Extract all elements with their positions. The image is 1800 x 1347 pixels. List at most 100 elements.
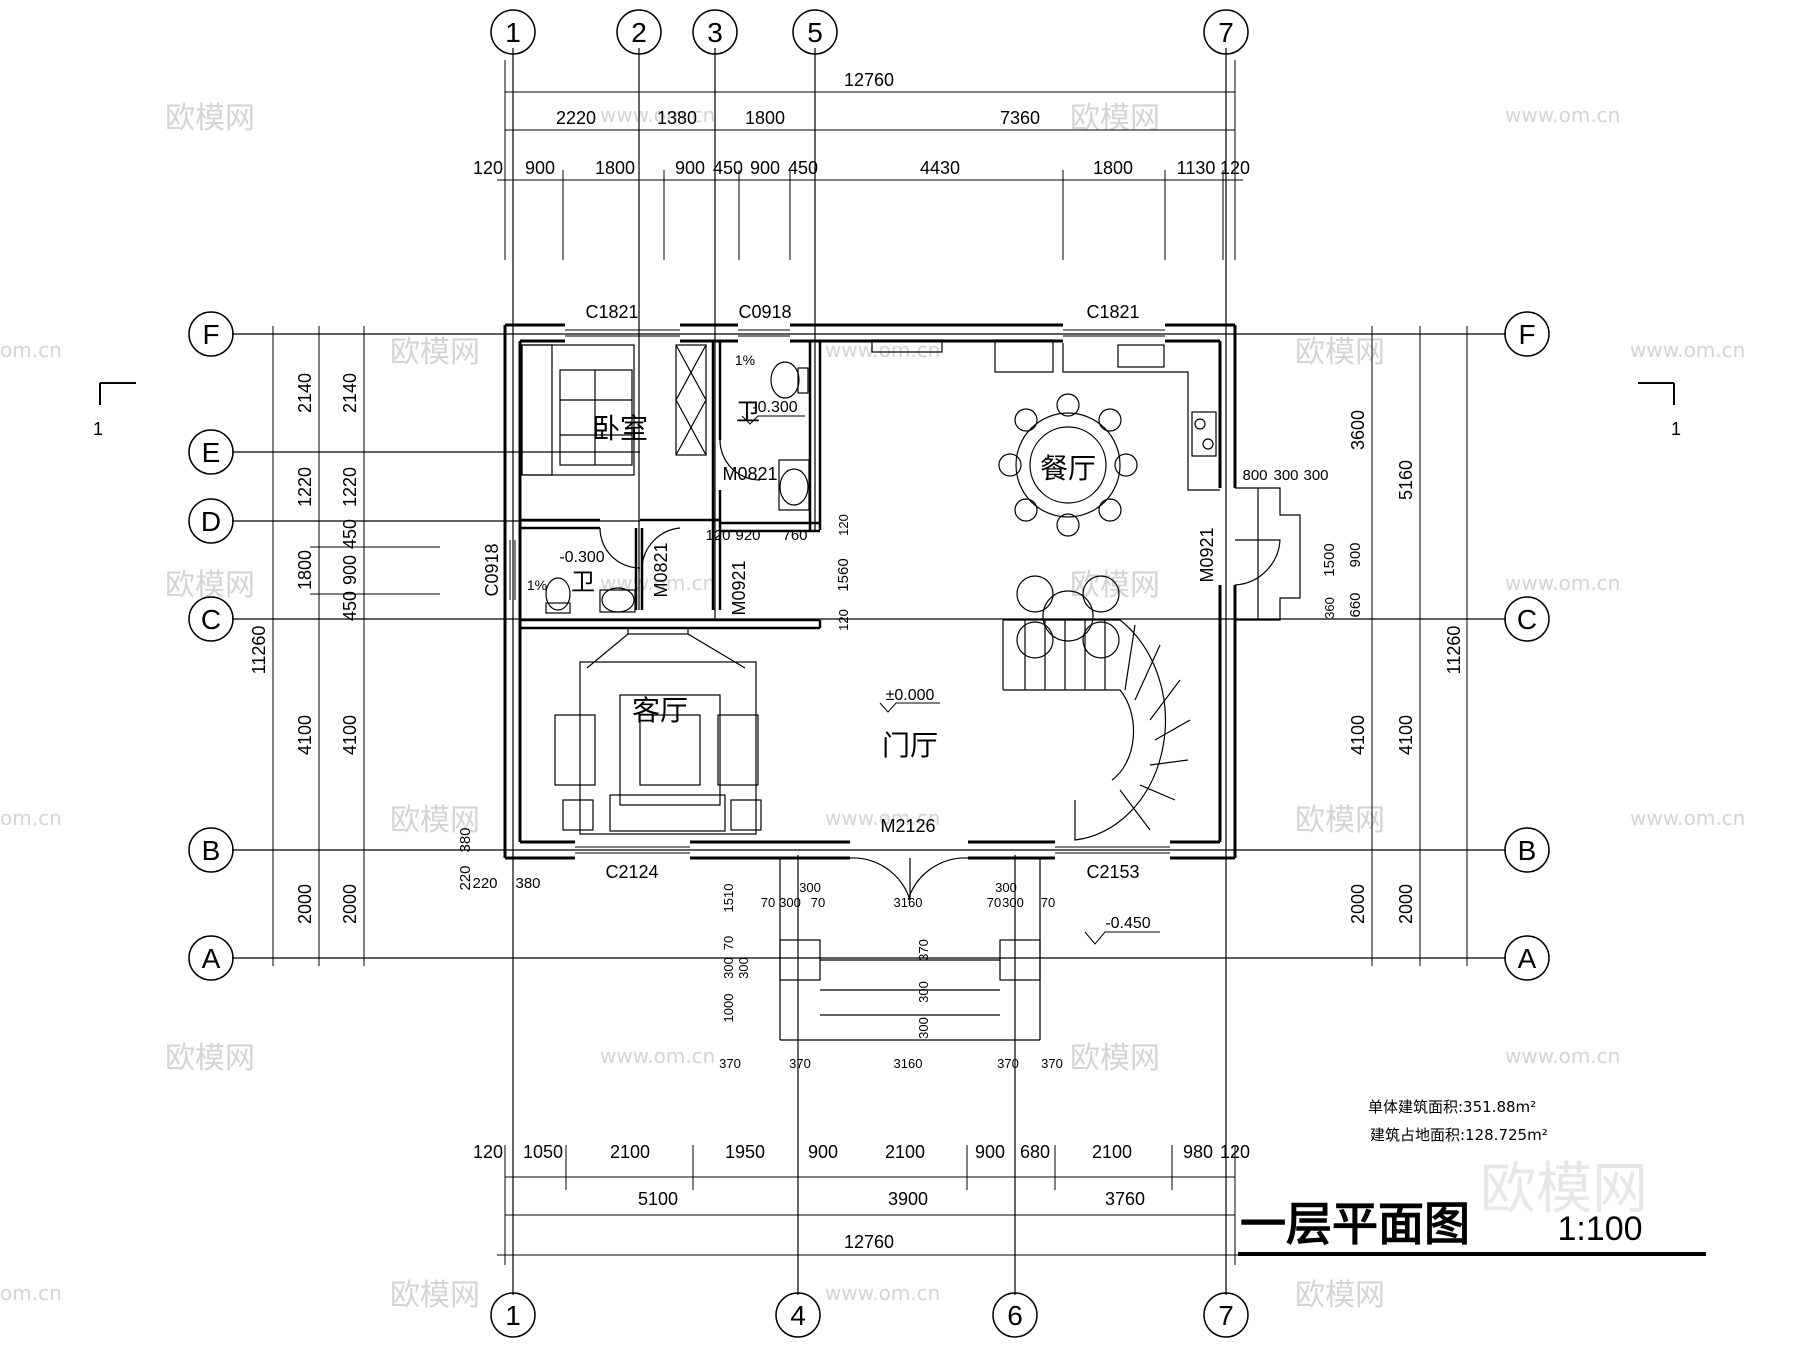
dim-text: 300 — [995, 880, 1017, 895]
svg-text:F: F — [202, 319, 219, 350]
dim-text: 3600 — [1348, 410, 1368, 450]
dim-text: 120 — [836, 609, 851, 631]
dim-text: 70 — [987, 895, 1001, 910]
level-text: -0.450 — [1105, 915, 1150, 932]
dim-text: 1800 — [1093, 158, 1133, 178]
dim-text: 2000 — [1396, 884, 1416, 924]
svg-text:E: E — [202, 437, 221, 468]
axis-bubble-top: 3 — [692, 9, 738, 55]
svg-text:7: 7 — [1218, 17, 1234, 48]
dim-text: 370 — [1041, 1056, 1063, 1071]
dim-text: 900 — [750, 158, 780, 178]
dim-text: 120 — [705, 527, 730, 544]
dim-text: 4100 — [1396, 715, 1416, 755]
axis-bubble-left: A — [188, 935, 234, 981]
window-label: C2124 — [605, 862, 658, 882]
dim-text: 450 — [788, 158, 818, 178]
dim-text: 2100 — [1092, 1142, 1132, 1162]
bath-fixtures — [545, 361, 810, 614]
watermark-logo: 欧模网 — [1295, 335, 1385, 370]
dim-text: 220 — [472, 875, 497, 892]
dim-text: 450 — [340, 591, 360, 621]
svg-text:C: C — [1517, 604, 1537, 635]
door-label: M2126 — [880, 816, 935, 836]
door-label: M0921 — [1197, 527, 1217, 582]
room-label-dining: 餐厅 — [1040, 452, 1096, 485]
dim-text: 120 — [473, 158, 503, 178]
axis-bubble-bottom: 1 — [490, 1292, 536, 1338]
door-label: M0821 — [722, 464, 777, 484]
dim-text: 380 — [457, 827, 474, 852]
dim-text: 980 — [1183, 1142, 1213, 1162]
axis-bubble-bottom: 7 — [1203, 1292, 1249, 1338]
dim-text: 380 — [515, 875, 540, 892]
dim-text: 920 — [735, 527, 760, 544]
axis-bubbles: 1 2 3 5 7 1 4 6 7 F E D C B A F C B A — [188, 9, 1550, 1338]
dim-text: 300 — [721, 957, 736, 979]
dim-text: 2140 — [295, 373, 315, 413]
axis-bubble-left: F — [188, 311, 234, 357]
dim-text: 11260 — [1444, 626, 1464, 675]
dim-text: 120 — [1220, 1142, 1250, 1162]
dim-text: 900 — [525, 158, 555, 178]
svg-text:A: A — [202, 943, 221, 974]
axis-bubble-right: C — [1504, 596, 1550, 642]
svg-text:C: C — [201, 604, 221, 635]
watermark-url: www.om.cn — [600, 1044, 715, 1068]
dim-text: 300 — [916, 981, 931, 1003]
room-label-living: 客厅 — [632, 694, 688, 727]
dim-text: 70 — [811, 895, 825, 910]
svg-text:1: 1 — [505, 17, 521, 48]
entry-porch — [779, 858, 1041, 1041]
dim-text: 5160 — [1396, 460, 1416, 500]
watermark-url: www.om.cn — [600, 571, 715, 595]
level-text: ±0.000 — [886, 687, 935, 704]
axis-bubble-right: A — [1504, 935, 1550, 981]
dim-text: 1500 — [1321, 543, 1338, 576]
dim-text: 900 — [808, 1142, 838, 1162]
axis-bubble-right: F — [1504, 311, 1550, 357]
axis-bubble-top: 7 — [1203, 9, 1249, 55]
dim-text: 800 — [1242, 467, 1267, 484]
watermark-url: www.om.cn — [1630, 806, 1745, 830]
drawing-title: 一层平面图 — [1240, 1197, 1470, 1251]
svg-text:1: 1 — [505, 1300, 521, 1331]
dim-text: 1380 — [657, 108, 697, 128]
dim-text: 450 — [340, 519, 360, 549]
dim-text: 370 — [916, 939, 931, 961]
dim-text: 300 — [736, 957, 751, 979]
dim-text: 2000 — [340, 884, 360, 924]
tea-table — [1016, 575, 1120, 659]
watermark-url: www.om.cn — [825, 806, 940, 830]
svg-text:B: B — [202, 835, 221, 866]
bottom-dimensions: 120 1050 2100 1950 900 2100 900 680 2100… — [473, 1142, 1250, 1252]
right-dimensions: 11260 5160 4100 2000 3600 4100 2000 800 … — [1242, 410, 1464, 924]
dining-table — [998, 393, 1138, 537]
dim-text: 4100 — [295, 715, 315, 755]
watermark-url: om.cn — [0, 806, 62, 830]
dim-text: 12760 — [844, 1232, 894, 1252]
section-marks — [99, 382, 1675, 405]
dim-text: 370 — [997, 1056, 1019, 1071]
exterior-walls — [503, 323, 1237, 860]
dim-text: 360 — [1322, 597, 1337, 619]
dim-text: 1000 — [721, 994, 736, 1023]
level-text: -0.300 — [559, 549, 604, 566]
dim-text: 3760 — [1105, 1189, 1145, 1209]
kitchen-counter — [871, 339, 1220, 491]
room-label-bath: 卫 — [571, 568, 595, 596]
dim-text: 2140 — [340, 373, 360, 413]
window-label: C2153 — [1086, 862, 1139, 882]
svg-text:3: 3 — [707, 17, 723, 48]
dim-text: 1950 — [725, 1142, 765, 1162]
axis-grid — [232, 48, 1506, 1295]
dim-text: 1220 — [340, 467, 360, 507]
dim-text: 70 — [761, 895, 775, 910]
watermark-logo: 欧模网 — [1070, 101, 1160, 136]
spiral-stair — [1002, 619, 1191, 841]
dim-text: 450 — [713, 158, 743, 178]
dim-text: 660 — [1347, 592, 1364, 617]
dim-text: 1050 — [523, 1142, 563, 1162]
dim-text: 5100 — [638, 1189, 678, 1209]
dim-text: 2100 — [885, 1142, 925, 1162]
